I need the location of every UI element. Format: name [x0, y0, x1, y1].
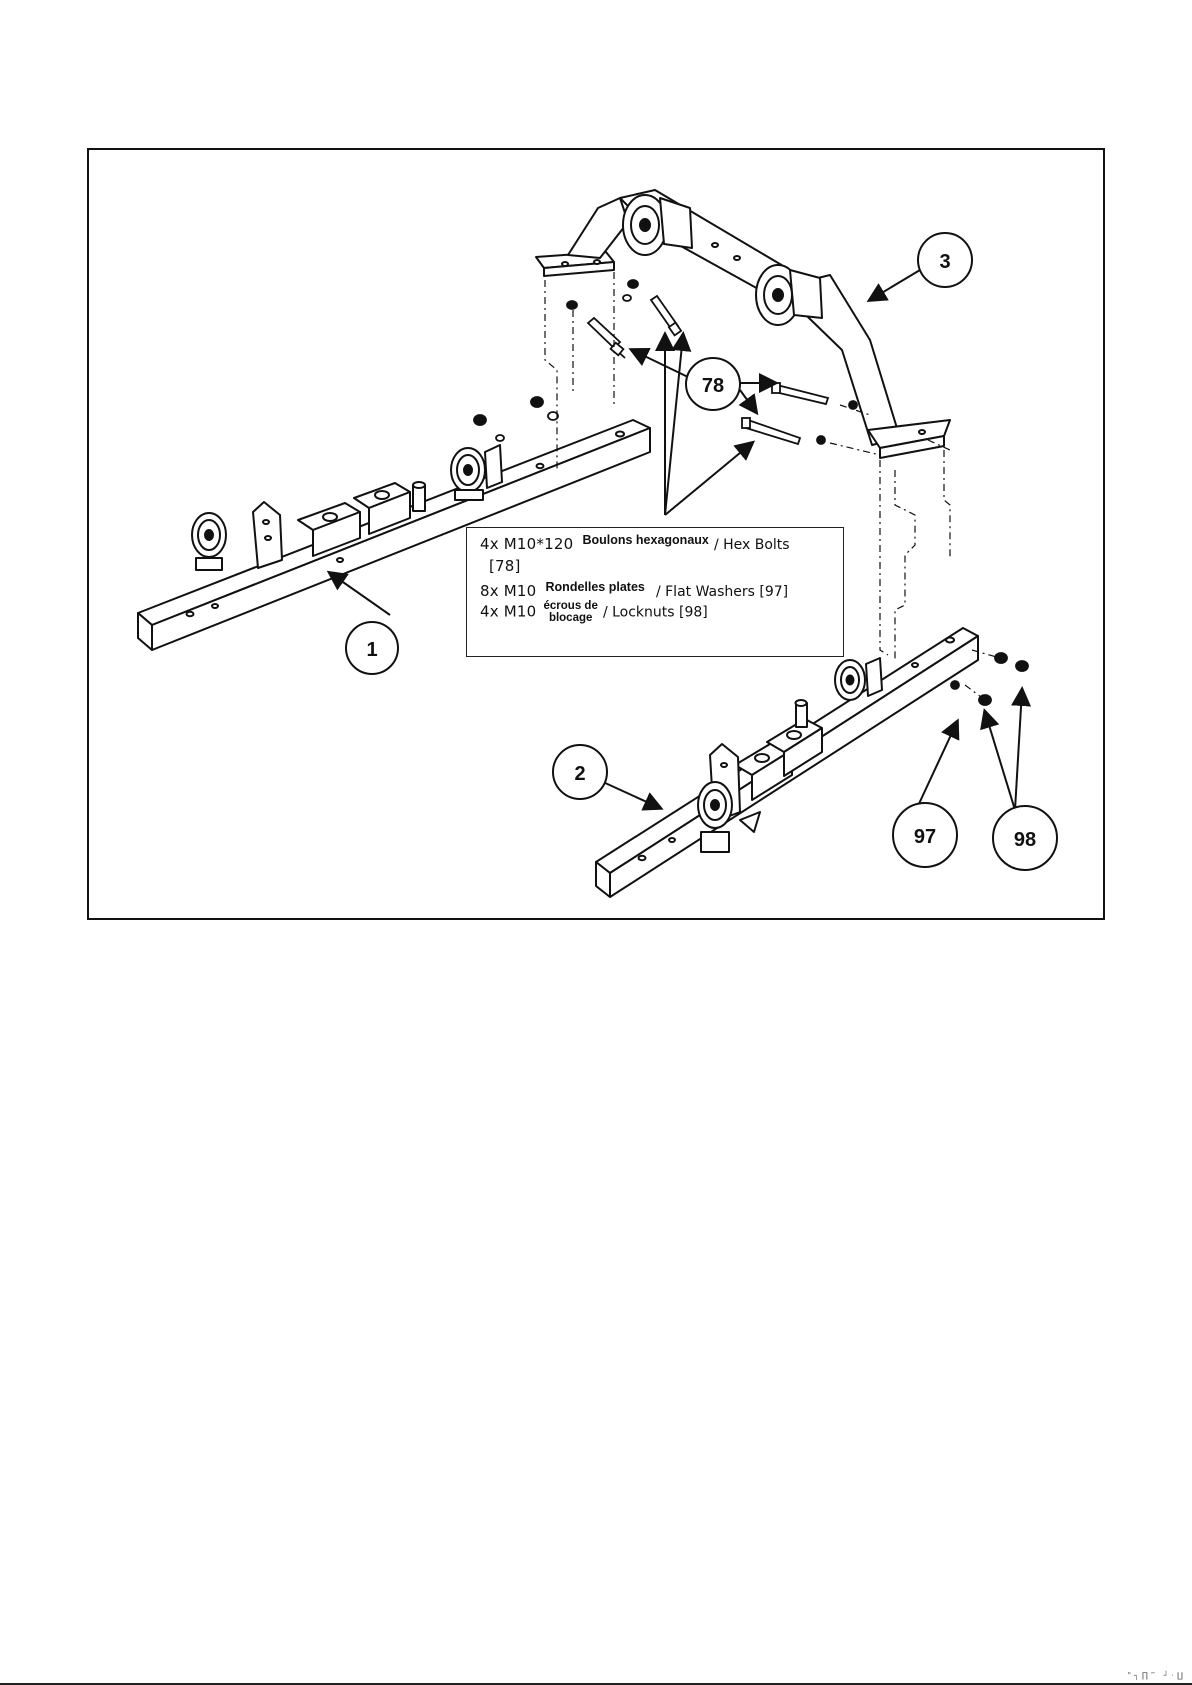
footer-mark: "┐∏‴ ┘·∐	[1127, 1671, 1186, 1680]
svg-text:3: 3	[939, 251, 950, 273]
legend-row-washers: 8x M10 Rondelles plates / Flat Washers […	[480, 581, 788, 600]
bolts-french: Boulons hexagonaux	[582, 533, 708, 547]
parts-legend: 4x M10*120 Boulons hexagonaux / Hex Bolt…	[466, 527, 844, 657]
callout-78: 78	[686, 358, 740, 410]
nuts-french: écrous de blocage	[544, 600, 598, 624]
nuts-quantity: 4x M10	[480, 603, 536, 621]
washers-french: Rondelles plates	[546, 580, 645, 594]
svg-text:78: 78	[702, 375, 724, 397]
washers-quantity: 8x M10	[480, 582, 536, 600]
callout-2: 2	[553, 745, 607, 799]
svg-text:2: 2	[574, 763, 585, 785]
bolts-quantity: 4x M10*120	[480, 535, 573, 553]
callout-98: 98	[993, 806, 1057, 870]
legend-row-bolts: 4x M10*120 Boulons hexagonaux / Hex Bolt…	[480, 534, 790, 553]
callout-3: 3	[918, 233, 972, 287]
svg-text:1: 1	[366, 639, 377, 661]
legend-bolts-ref: [78]	[489, 556, 521, 575]
legend-row-nuts: 4x M10 écrous de blocage / Locknuts [98]	[480, 600, 708, 624]
bolts-english: / Hex Bolts	[714, 537, 790, 553]
nuts-french-top: écrous de	[544, 600, 598, 612]
nuts-english: / Locknuts [98]	[603, 605, 708, 621]
svg-text:97: 97	[914, 826, 936, 848]
callout-1: 1	[346, 622, 398, 674]
washers-english: / Flat Washers [97]	[656, 584, 788, 600]
bolts-ref: [78]	[489, 557, 521, 575]
nuts-french-bottom: blocage	[549, 612, 592, 624]
callout-97: 97	[893, 803, 957, 867]
svg-text:98: 98	[1014, 829, 1036, 851]
